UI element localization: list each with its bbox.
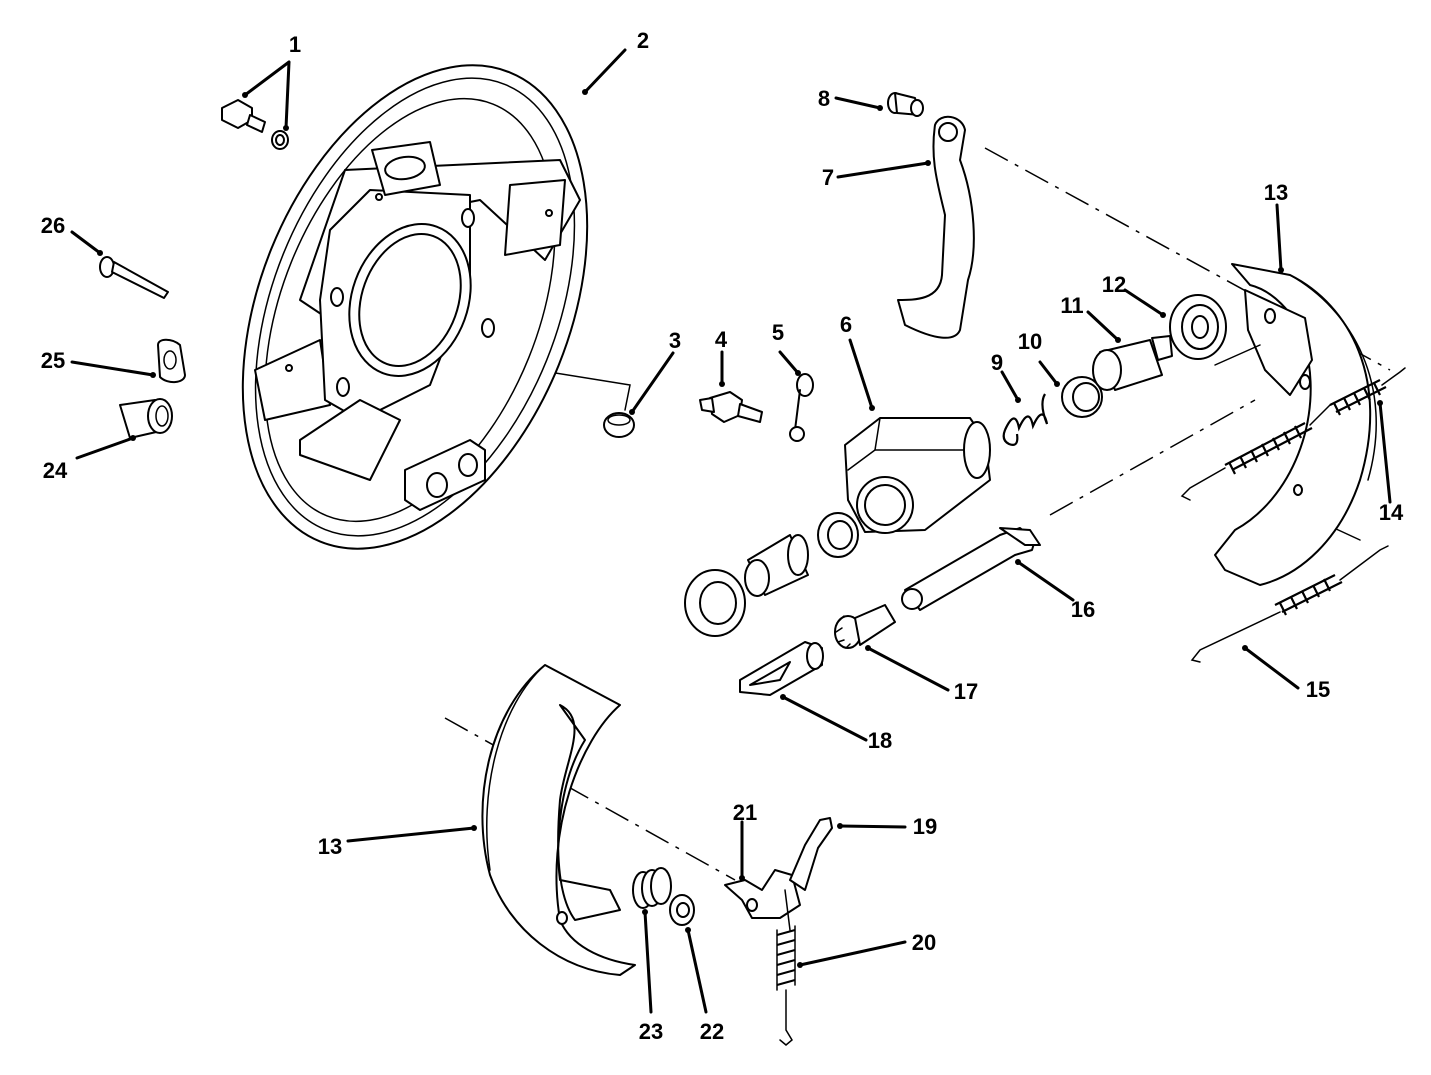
piston-cup-right — [1061, 376, 1103, 418]
return-spring-right — [1329, 367, 1406, 416]
adjuster-lever — [724, 817, 833, 931]
callout-13-top: 13 — [1264, 180, 1288, 205]
callout-11: 11 — [1060, 293, 1083, 318]
bleeder-cap — [789, 373, 814, 442]
callout-15: 15 — [1306, 677, 1330, 702]
piston-left — [744, 534, 809, 597]
callout-7: 7 — [822, 165, 834, 190]
callout-25: 25 — [41, 348, 65, 373]
adjuster-pivot-nut — [901, 527, 1041, 611]
callout-10: 10 — [1018, 329, 1042, 354]
callout-9: 9 — [991, 350, 1003, 375]
adjuster-screw — [834, 604, 896, 649]
hold-down-spring — [632, 867, 672, 909]
piston-right — [1092, 335, 1173, 391]
callout-24: 24 — [43, 458, 68, 483]
callout-4: 4 — [715, 327, 728, 352]
callout-1: 1 — [289, 32, 301, 57]
adjuster-socket — [739, 641, 824, 696]
return-spring-upper — [1180, 344, 1331, 501]
callout-5: 5 — [772, 320, 784, 345]
callout-labels: 1 2 3 4 5 6 7 8 9 10 11 12 13 14 15 16 1… — [41, 28, 1404, 1044]
plug — [603, 412, 635, 438]
bleeder-boot — [119, 398, 173, 439]
callout-19: 19 — [913, 814, 937, 839]
callout-14: 14 — [1379, 500, 1404, 525]
callout-13-bottom: 13 — [318, 834, 342, 859]
adjuster-spring — [776, 925, 796, 1046]
dust-boot-left — [684, 569, 746, 637]
bushing — [157, 338, 186, 383]
bleeder-screw — [699, 391, 763, 423]
dust-boot-right — [1169, 294, 1227, 360]
lever-pin — [887, 92, 924, 117]
callout-23: 23 — [639, 1019, 663, 1044]
backing-plate — [241, 64, 589, 550]
brake-shoe-right — [1214, 263, 1377, 586]
callout-12: 12 — [1102, 272, 1126, 297]
callout-2: 2 — [637, 28, 649, 53]
callout-21: 21 — [733, 800, 757, 825]
callout-3: 3 — [669, 328, 681, 353]
leader-lines — [70, 48, 1392, 1014]
bolt-and-washer — [221, 99, 289, 150]
cylinder-spring — [1002, 393, 1049, 446]
callout-26: 26 — [41, 213, 65, 238]
return-spring-lower — [1190, 545, 1389, 663]
hold-down-cup — [669, 894, 695, 926]
callout-22: 22 — [700, 1019, 724, 1044]
brake-shoe-left — [481, 664, 636, 976]
callout-18: 18 — [868, 728, 892, 753]
callout-20: 20 — [912, 930, 936, 955]
piston-cup-left — [817, 512, 859, 558]
parking-brake-lever — [897, 115, 975, 339]
axis-line-middle — [1049, 399, 1256, 516]
adjuster-plug-rod — [99, 256, 169, 299]
callout-6: 6 — [840, 312, 852, 337]
callout-17: 17 — [954, 679, 978, 704]
wheel-cylinder — [844, 417, 991, 534]
callout-8: 8 — [818, 86, 830, 111]
callout-16: 16 — [1071, 597, 1095, 622]
